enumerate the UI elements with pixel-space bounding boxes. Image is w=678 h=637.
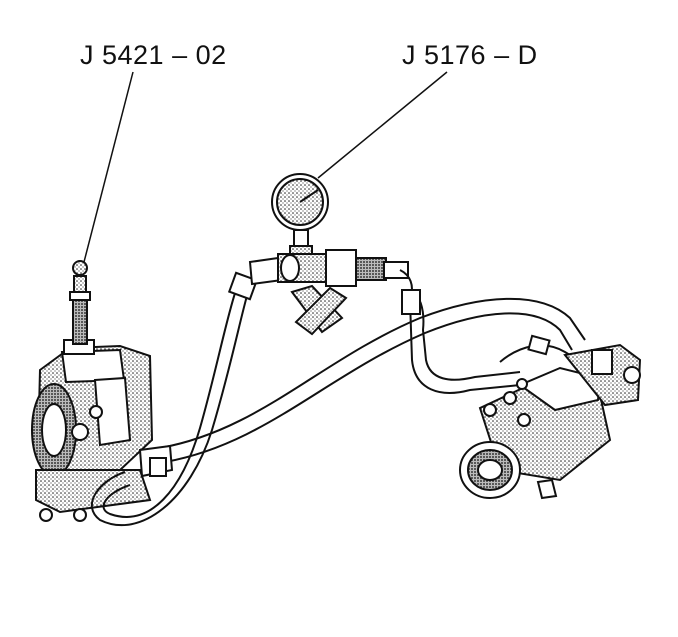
leader-line-gauge (317, 71, 448, 179)
callout-label-pressure-gauge: J 5176 – D (402, 40, 538, 70)
thermometer-tool (69, 260, 91, 345)
pressure-hose-inlet (90, 271, 259, 526)
return-hose (159, 297, 586, 463)
callout-label-thermometer: J 5421 – 02 (80, 40, 227, 70)
steering-gear (459, 343, 642, 500)
pressure-hose-outlet (399, 269, 579, 394)
pressure-gauge-tool (248, 173, 409, 336)
leader-line-thermometer (83, 71, 134, 263)
power-steering-pump (31, 339, 154, 522)
